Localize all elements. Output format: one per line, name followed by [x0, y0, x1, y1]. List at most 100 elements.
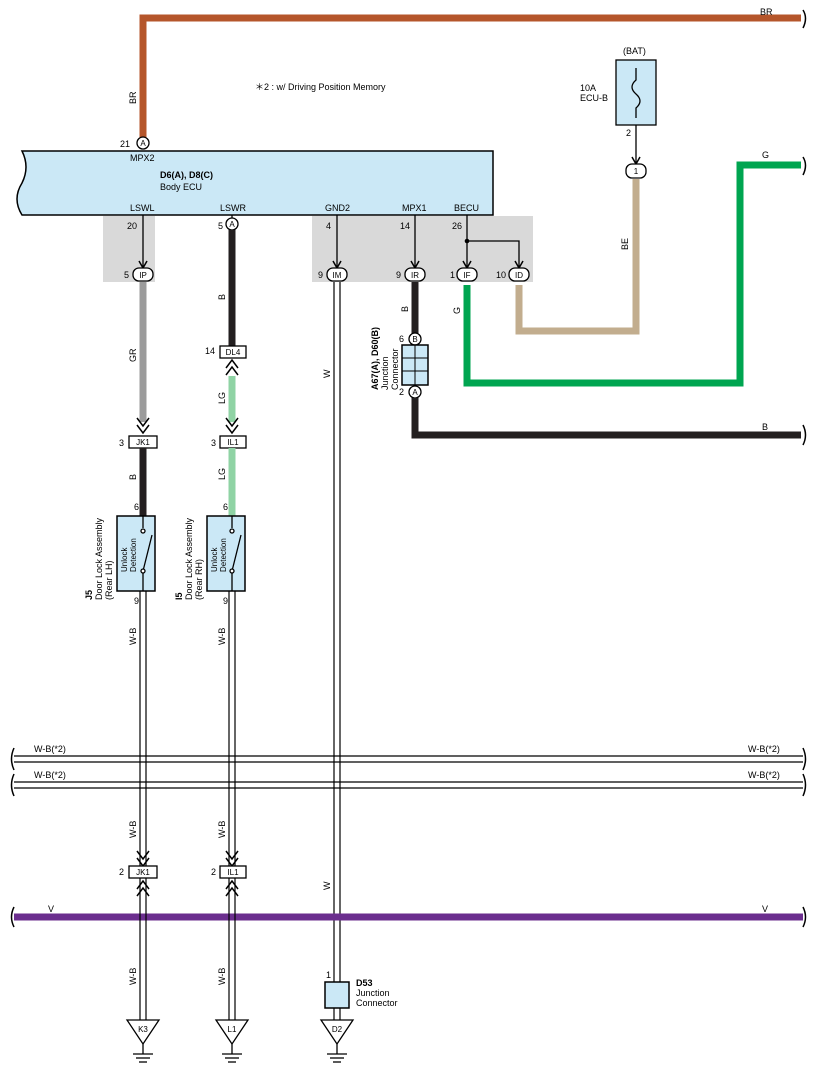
wire-break-br	[802, 9, 807, 29]
conn-dl4-pin: 14	[205, 346, 215, 356]
fuse-connector-label: 1	[634, 167, 639, 176]
ecu-pin-becu-label: BECU	[454, 203, 479, 213]
wire-label-lg-lower: LG	[217, 468, 227, 480]
wire-wb-lh-lower	[139, 878, 147, 1020]
ground-d2-icon	[319, 1019, 355, 1063]
wire-b-out	[411, 398, 801, 439]
bus-wb2-lower-label-l: W-B(*2)	[34, 770, 66, 780]
bus-wb2-upper-label-l: W-B(*2)	[34, 744, 66, 754]
fuse-connector-box	[625, 163, 647, 179]
ground-k3-label: K3	[138, 1025, 148, 1034]
double-arrow-icon-il1-bot	[225, 850, 239, 868]
wire-label-g-vert: G	[452, 307, 462, 314]
lock-lh-pin-top: 6	[134, 502, 139, 512]
ecu-pin-5: 5	[218, 221, 223, 231]
ecu-pin-mpx1-label: MPX1	[402, 203, 427, 213]
ground-l1-icon	[214, 1019, 250, 1063]
becu-branch	[467, 240, 520, 268]
wire-label-gr: GR	[128, 348, 138, 362]
lock-lh-pin-bot: 9	[134, 596, 139, 606]
bus-wb2-lower-label-r: W-B(*2)	[748, 770, 780, 780]
conn-dl4-box	[219, 345, 247, 359]
lock-rh-pin-top: 6	[223, 502, 228, 512]
fuse-icon	[631, 68, 641, 118]
d53-name1: Junction	[356, 988, 390, 998]
conn-ip-label: IP	[139, 271, 147, 280]
wire-wb-lh	[139, 591, 147, 866]
double-arrow-icon-jk1	[136, 417, 150, 435]
conn-il1-bot-label: IL1	[227, 868, 239, 877]
a67-ref: A67(A), D60(B)	[370, 327, 380, 390]
conn-jk1-top-pin: 3	[119, 438, 124, 448]
ecu-pin-20: 20	[127, 221, 137, 231]
wire-wb-rh	[228, 591, 236, 866]
ecu-pin-26: 26	[452, 221, 462, 231]
double-arrow-icon-dl4	[225, 358, 239, 376]
conn-im-label: IM	[333, 271, 342, 280]
wire-label-wb-lh-2: W-B	[128, 821, 138, 838]
door-lock-lh-box	[116, 515, 156, 592]
wire-label-w-2: W	[322, 881, 332, 890]
bus-wb2-upper-label-r: W-B(*2)	[748, 744, 780, 754]
body-ecu-box	[16, 150, 494, 216]
bus-v-label-r: V	[762, 904, 768, 914]
a67-pin-top: 6	[399, 334, 404, 344]
conn-if-pin: 1	[450, 270, 455, 280]
conn-jk1-bot-box	[128, 865, 158, 879]
a67-pin-bot: 2	[399, 387, 404, 397]
wire-label-b-out: B	[762, 422, 768, 432]
wire-label-wb-rh-1: W-B	[217, 628, 227, 645]
conn-jk1-bot-label: JK1	[136, 868, 150, 877]
wire-label-w-1: W	[322, 369, 332, 378]
fuse-source: (BAT)	[623, 46, 646, 56]
a67-conn-a-label: A	[412, 388, 418, 397]
switch-icon-lh	[140, 516, 153, 591]
switch-icon-rh	[229, 516, 242, 591]
door-lock-lh-name1: Door Lock Assembly	[94, 517, 104, 600]
bus-break-marks	[10, 424, 807, 928]
fuse-rating: 10A	[580, 83, 596, 93]
d53-box	[324, 981, 350, 1009]
lswr-conn-a-label: A	[229, 220, 235, 229]
ecu-conn-a-icon	[136, 136, 150, 150]
wire-w-lower	[333, 1008, 341, 1020]
fuse-pin: 2	[626, 128, 631, 138]
wire-label-wb-rh-3: W-B	[217, 968, 227, 985]
door-lock-rh-name1: Door Lock Assembly	[184, 517, 194, 600]
a67-grid	[402, 345, 428, 385]
ecu-name: Body ECU	[160, 182, 202, 192]
wire-label-wb-lh-3: W-B	[128, 968, 138, 985]
conn-if-box	[456, 267, 478, 282]
wire-label-b-lh: B	[128, 474, 138, 480]
bus-wb2-upper	[14, 755, 803, 763]
conn-ir-box	[404, 267, 426, 282]
wire-label-lg-upper: LG	[217, 392, 227, 404]
arrow-icon-jk1-down	[136, 879, 150, 897]
d53-pin: 1	[326, 970, 331, 980]
lock-rh-pin-bot: 9	[223, 596, 228, 606]
a67-name2: Connector	[390, 348, 400, 390]
wire-break-g	[802, 156, 807, 176]
d53-name2: Connector	[356, 998, 398, 1008]
arrow-icon-il1-down	[225, 879, 239, 897]
conn-jk1-top-label: JK1	[136, 438, 150, 447]
conn-il1-top-label: IL1	[227, 438, 239, 447]
ecu-pin-mpx2-label: MPX2	[130, 153, 155, 163]
door-lock-rh-sw1: Unlock	[210, 547, 219, 572]
d53-ref: D53	[356, 978, 373, 988]
wire-g	[463, 161, 801, 387]
ecu-conn-a-label: A	[140, 139, 146, 148]
door-lock-rh-sw2: Detection	[219, 538, 228, 572]
ground-k3-icon	[125, 1019, 161, 1063]
conn-ip-pin: 5	[124, 270, 129, 280]
ecu-pin-mpx2-num: 21	[120, 139, 130, 149]
fuse-name: ECU-B	[580, 93, 608, 103]
wire-label-wb-rh-2: W-B	[217, 821, 227, 838]
wire-label-g-top: G	[762, 150, 769, 160]
wire-wb-rh-lower	[228, 878, 236, 1020]
conn-ip-box	[132, 267, 154, 282]
wire-label-b-mpx1: B	[400, 306, 410, 312]
bus-v-label-l: V	[48, 904, 54, 914]
note-text: ＊2 : w/ Driving Position Memory	[255, 82, 386, 92]
